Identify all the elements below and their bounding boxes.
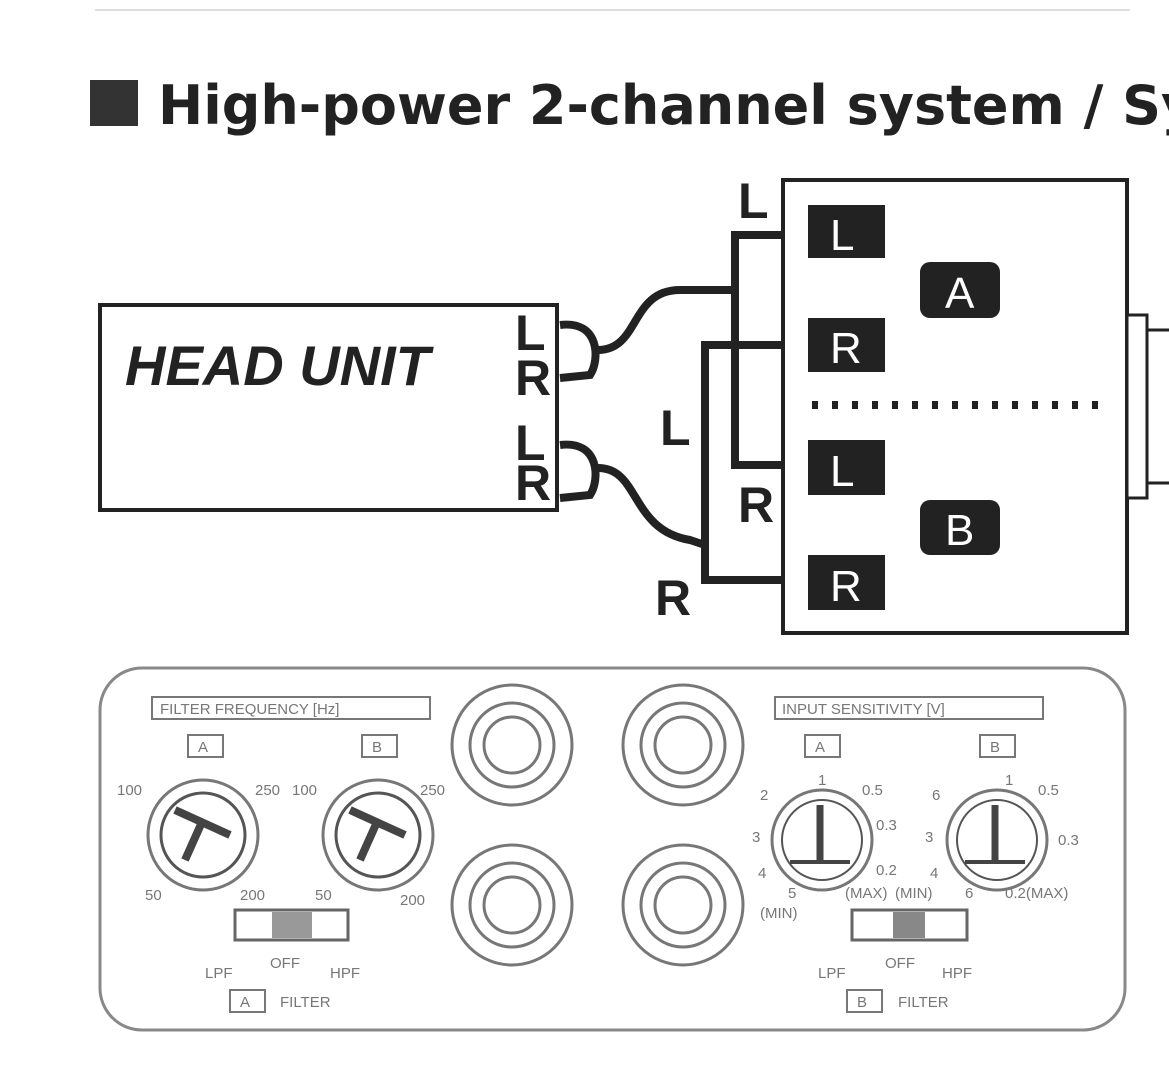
diagram-title: High-power 2-channel system / Sy (158, 74, 1169, 137)
input-l-a (808, 205, 885, 258)
tick: (MIN) (895, 885, 933, 902)
tick: 3 (925, 829, 933, 846)
wire-label-r-mid: R (738, 477, 774, 533)
wire-label-l-mid: L (660, 400, 691, 456)
filter-a-badge: A (240, 994, 250, 1011)
wire-label-r-bottom: R (655, 570, 691, 626)
input-sensitivity-label: INPUT SENSITIVITY [V] (782, 701, 945, 718)
tick: 250 (420, 782, 445, 799)
off-label: OFF (270, 955, 300, 972)
filter-b-switch[interactable]: LPF OFF HPF B FILTER (818, 908, 972, 1013)
channel-b-badge (920, 500, 1000, 555)
filter-b-text: FILTER (898, 994, 949, 1011)
tick: 200 (400, 892, 425, 909)
filter-knob-a[interactable]: 100 250 50 200 (117, 778, 280, 904)
channel-b-label: B (945, 506, 974, 555)
tick: 0.2(MAX) (1005, 885, 1068, 902)
tick: 0.5 (862, 782, 883, 799)
input-l-b (808, 440, 885, 495)
head-unit-output-r1: R (515, 350, 551, 406)
tick: 4 (758, 865, 766, 882)
tick: 5 (788, 885, 796, 902)
head-unit-output-r2: R (515, 455, 551, 511)
title-bullet-icon (90, 80, 138, 126)
rca-jack (621, 843, 745, 967)
off-label: OFF (885, 955, 915, 972)
head-unit-output-l2: L (515, 415, 546, 471)
head-unit-output-l1: L (515, 305, 546, 361)
tick: 1 (818, 772, 826, 789)
filter-b-badge: B (857, 994, 867, 1011)
hpf-label: HPF (942, 965, 972, 982)
tick: 2 (760, 787, 768, 804)
tick: 1 (1005, 772, 1013, 789)
filter-frequency-label: FILTER FREQUENCY [Hz] (160, 701, 339, 718)
tick: 200 (240, 887, 265, 904)
lpf-label: LPF (818, 965, 846, 982)
tick: 6 (965, 885, 973, 902)
tick: 0.3 (876, 817, 897, 834)
tick: 0.3 (1058, 832, 1079, 849)
head-unit: HEAD UNIT L R L R (98, 303, 559, 512)
sens-b-label: B (990, 739, 1000, 756)
input-r-a-label: R (830, 324, 862, 373)
hpf-label: HPF (330, 965, 360, 982)
amplifier: L R L R A B (781, 178, 1169, 635)
sensitivity-knob-a[interactable]: 2 1 0.5 3 0.3 4 0.2 5 (MIN) (MAX) (752, 772, 897, 922)
tick: 3 (752, 829, 760, 846)
input-l-a-label: L (830, 211, 854, 260)
input-l-b-label: L (830, 447, 854, 496)
tick: 250 (255, 782, 280, 799)
filter-b-label: B (372, 739, 382, 756)
filter-knob-b[interactable]: 100 250 50 200 (292, 778, 445, 909)
filter-a-text: FILTER (280, 994, 331, 1011)
wire-label-l-top: L (738, 173, 769, 229)
amp-control-panel: FILTER FREQUENCY [Hz] A B 100 250 50 200… (98, 666, 1127, 1032)
tick: 50 (315, 887, 332, 904)
lpf-label: LPF (205, 965, 233, 982)
tick: 100 (117, 782, 142, 799)
rca-jack (450, 843, 574, 967)
filter-a-switch[interactable]: LPF OFF HPF A FILTER (205, 908, 360, 1013)
channel-a-badge (920, 262, 1000, 318)
filter-a-label: A (198, 739, 208, 756)
tick: 50 (145, 887, 162, 904)
tick: 4 (930, 865, 938, 882)
tick: 0.2 (876, 862, 897, 879)
input-r-b-label: R (830, 562, 862, 611)
rca-jack (621, 683, 745, 807)
input-r-a (808, 318, 885, 372)
sensitivity-knob-b[interactable]: 6 1 0.5 3 0.3 4 (MIN) 6 0.2(MAX) (895, 772, 1079, 902)
sens-a-label: A (815, 739, 825, 756)
head-unit-label: HEAD UNIT (125, 334, 435, 397)
input-r-b (808, 555, 885, 610)
rca-jack (450, 683, 574, 807)
tick: 0.5 (1038, 782, 1059, 799)
tick: (MAX) (845, 885, 888, 902)
tick: (MIN) (760, 905, 798, 922)
channel-a-label: A (945, 269, 975, 318)
tick: 6 (932, 787, 940, 804)
tick: 100 (292, 782, 317, 799)
